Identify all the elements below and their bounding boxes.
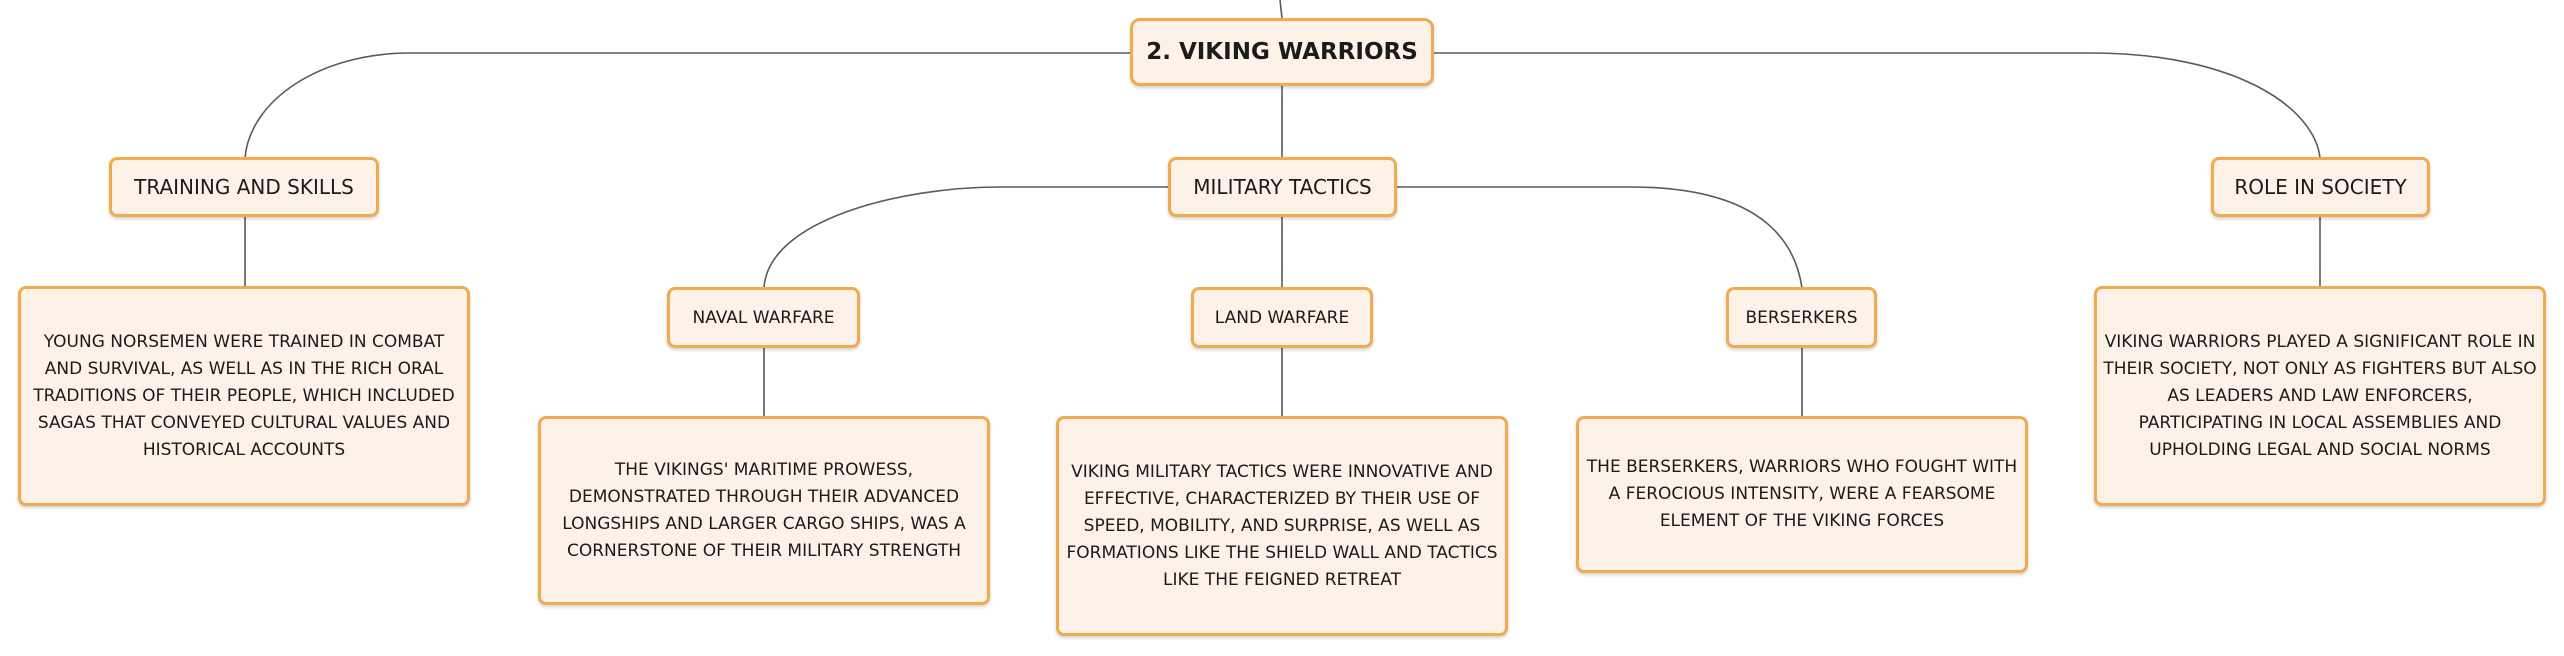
- subtopic-node-naval-warfare[interactable]: NAVAL WARFARE: [667, 287, 860, 348]
- topic-node-training-and-skills[interactable]: TRAINING AND SKILLS: [109, 157, 379, 217]
- description-node-training[interactable]: YOUNG NORSEMEN WERE TRAINED IN COMBAT AN…: [18, 286, 470, 506]
- connector-title-to-training: [244, 52, 1130, 159]
- connector-tactics-to-naval: [763, 186, 1169, 289]
- topic-node-military-tactics[interactable]: MILITARY TACTICS: [1168, 157, 1397, 217]
- description-node-land-warfare[interactable]: VIKING MILITARY TACTICS WERE INNOVATIVE …: [1056, 416, 1508, 636]
- subtopic-node-land-warfare[interactable]: LAND WARFARE: [1191, 287, 1373, 348]
- connector-tactics-to-berserkers: [1396, 186, 1803, 289]
- description-node-berserkers[interactable]: THE BERSERKERS, WARRIORS WHO FOUGHT WITH…: [1576, 416, 2028, 573]
- description-node-naval-warfare[interactable]: THE VIKINGS' MARITIME PROWESS, DEMONSTRA…: [538, 416, 990, 605]
- connector-title-to-society: [1433, 52, 2321, 159]
- central-topic-node[interactable]: 2. VIKING WARRIORS: [1130, 18, 1434, 86]
- topic-node-role-in-society[interactable]: ROLE IN SOCIETY: [2211, 157, 2430, 217]
- connector-parent-to-title: [1279, 0, 1283, 19]
- subtopic-node-berserkers[interactable]: BERSERKERS: [1726, 287, 1877, 348]
- description-node-society[interactable]: VIKING WARRIORS PLAYED A SIGNIFICANT ROL…: [2094, 286, 2546, 506]
